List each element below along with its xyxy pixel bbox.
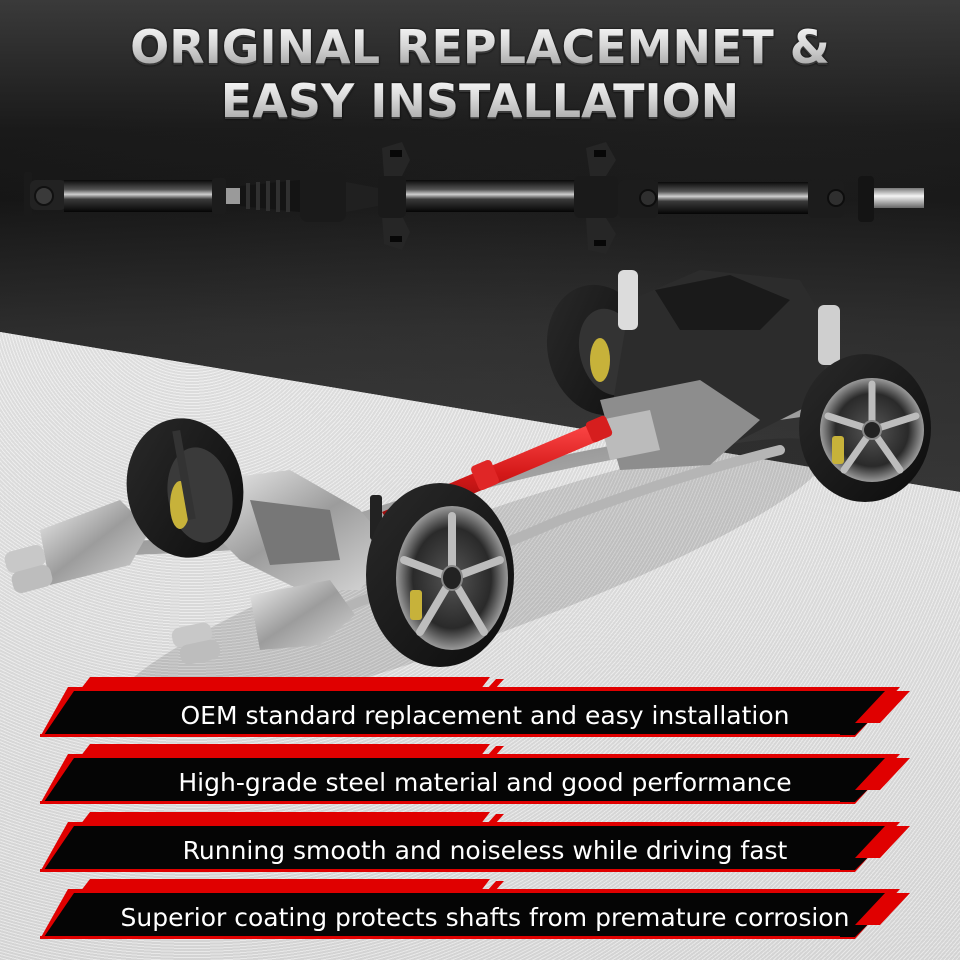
- center-bearing-icon: [378, 142, 410, 250]
- muffler-icon: [4, 500, 355, 665]
- wheel-icon: [366, 483, 514, 667]
- headline-line-2: EASY INSTALLATION: [0, 74, 960, 128]
- feature-text: OEM standard replacement and easy instal…: [180, 701, 790, 730]
- shaft-left-yoke-icon: [24, 172, 66, 216]
- feature-text: High-grade steel material and good perfo…: [178, 768, 792, 797]
- feature-banner: Running smooth and noiseless while drivi…: [40, 812, 930, 872]
- banner-shape-icon: [40, 744, 910, 804]
- wheel-icon: [799, 354, 931, 502]
- headline-line-1: ORIGINAL REPLACEMNET &: [0, 20, 960, 74]
- feature-banner: Superior coating protects shafts from pr…: [40, 879, 930, 939]
- feature-banner: OEM standard replacement and easy instal…: [40, 677, 930, 737]
- rear-axle-icon: [200, 470, 390, 590]
- shaft-rubber-boot-icon: [240, 180, 300, 212]
- banner-shape-icon: [40, 677, 910, 737]
- engine-icon: [600, 270, 840, 470]
- feature-text: Running smooth and noiseless while drivi…: [182, 836, 788, 865]
- feature-banner: High-grade steel material and good perfo…: [40, 744, 930, 804]
- wheel-icon: [126, 418, 244, 558]
- center-bearing-icon: [574, 142, 618, 254]
- banner-shape-icon: [40, 812, 910, 872]
- banner-shape-icon: [40, 879, 910, 939]
- feature-text: Superior coating protects shafts from pr…: [120, 903, 850, 932]
